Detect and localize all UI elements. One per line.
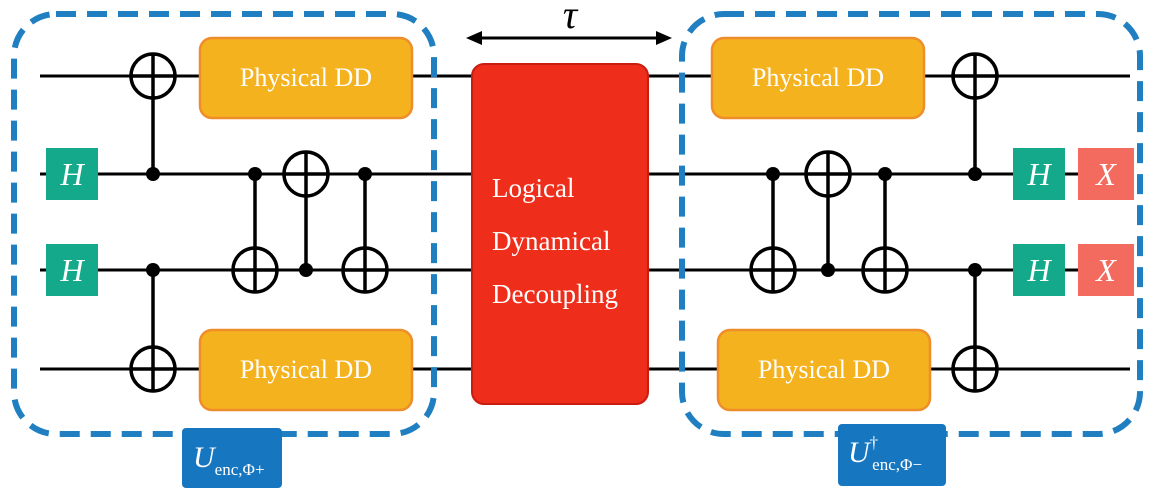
cnot-gate (282, 150, 330, 277)
hadamard-label: H (59, 252, 85, 288)
cnot-gate (129, 263, 177, 393)
encoder-label-subscript: enc,Φ+ (215, 460, 265, 479)
tau-interval: τ (466, 0, 672, 45)
cnot-gate (951, 52, 999, 181)
hadamard-gate: H (46, 148, 98, 200)
decoder-label-subscript: enc,Φ− (872, 455, 922, 474)
encoder-label-main: U (193, 441, 217, 474)
hadamard-label: H (1026, 156, 1052, 192)
cnot-gate (861, 167, 909, 294)
logical-dd-block: Logical Dynamical Decoupling (471, 63, 649, 405)
physical-dd-label: Physical DD (758, 355, 890, 384)
physical-dd-label: Physical DD (240, 355, 372, 384)
physical-dd-gate: Physical DD (198, 328, 414, 412)
hadamard-gate: H (1013, 148, 1065, 200)
cnot-gate (804, 150, 852, 277)
hadamard-gate: H (46, 244, 98, 296)
physical-dd-gate: Physical DD (710, 36, 926, 120)
cnot-gate (231, 167, 279, 294)
logical-dd-line: Decoupling (492, 279, 618, 309)
cnot-gate (129, 52, 177, 181)
logical-dd-line: Dynamical (492, 226, 610, 256)
pauli-x-label: X (1094, 252, 1117, 288)
encoder-label: Uenc,Φ+ (182, 428, 282, 488)
physical-dd-label: Physical DD (752, 63, 884, 92)
pauli-x-gate: X (1078, 148, 1134, 200)
logical-dd-line: Logical (492, 173, 574, 203)
svg-text:U†enc,Φ−: U† enc,Φ− (848, 433, 922, 474)
hadamard-label: H (59, 156, 85, 192)
hadamard-gate: H (1013, 244, 1065, 296)
hadamard-label: H (1026, 252, 1052, 288)
cnot-gate (341, 167, 389, 294)
cnot-gate (749, 167, 797, 294)
physical-dd-gate: Physical DD (716, 328, 932, 412)
pauli-x-label: X (1094, 156, 1117, 192)
decoder-label-main: U (848, 436, 872, 469)
pauli-x-gate: X (1078, 244, 1134, 296)
physical-dd-gate: Physical DD (198, 36, 414, 120)
cnot-gate (951, 263, 999, 393)
decoder-label-superscript: † (870, 433, 879, 452)
decoder-label: U† enc,Φ− (838, 424, 946, 486)
physical-dd-label: Physical DD (240, 63, 372, 92)
svg-text:Uenc,Φ+: Uenc,Φ+ (193, 441, 265, 479)
tau-label: τ (563, 0, 579, 37)
